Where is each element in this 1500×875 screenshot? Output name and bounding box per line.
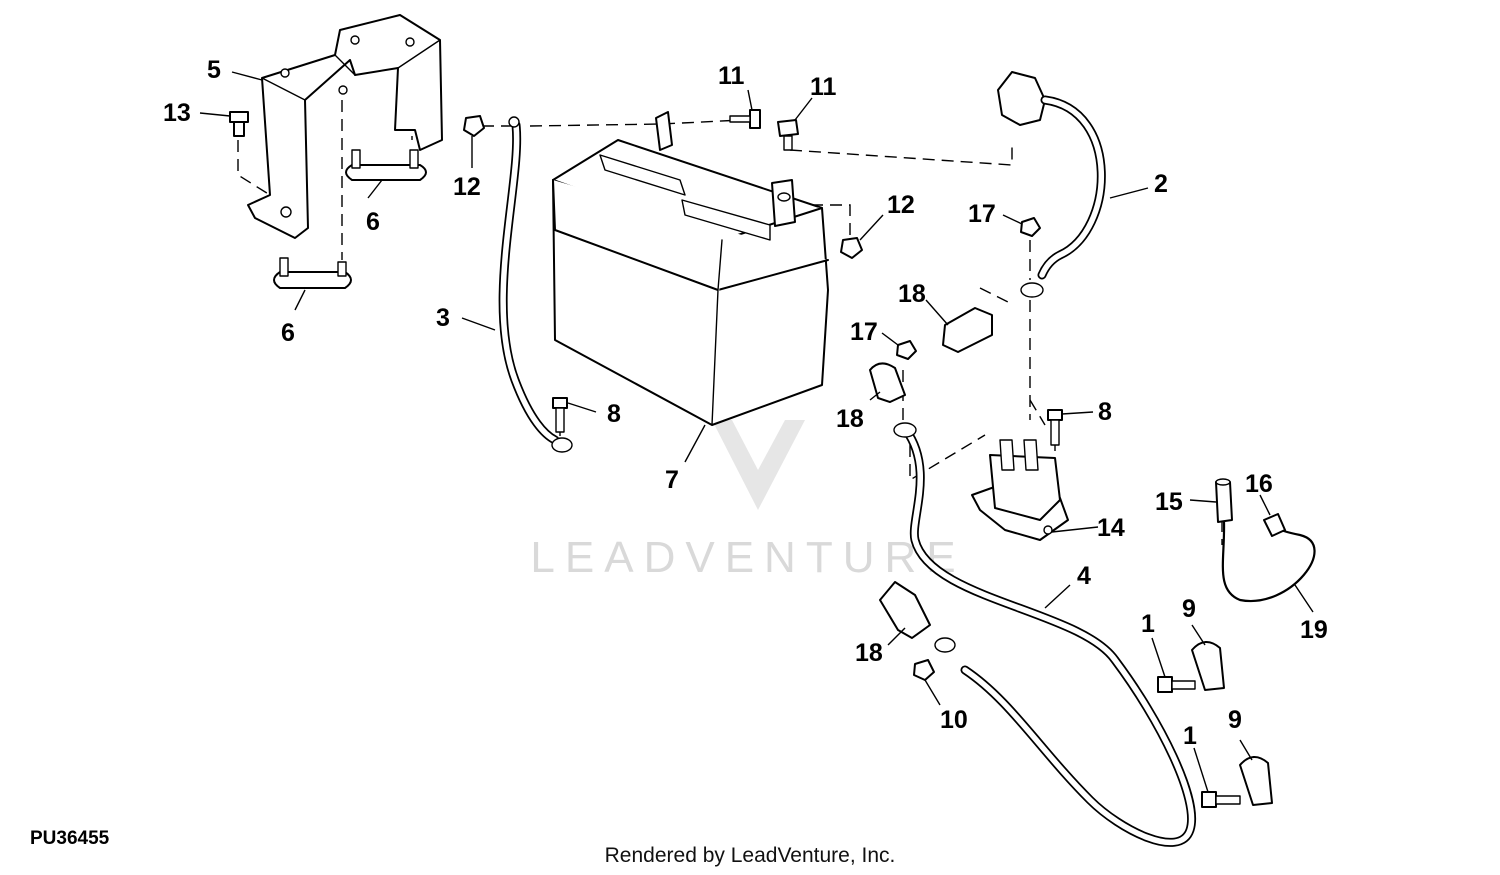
callout-screw-upper: 1 [1141, 610, 1155, 638]
screw-upper [1157, 676, 1196, 693]
watermark-text: LEADVENTURE [530, 533, 965, 582]
callouts: 5 13 6 6 12 11 11 12 3 8 7 2 17 18 17 18… [163, 56, 1328, 750]
positive-cable [997, 71, 1106, 298]
callout-clip-upper: 9 [1182, 595, 1196, 623]
callout-battery: 7 [665, 466, 679, 494]
terminal-bolt-b [777, 119, 799, 151]
callout-boot-solenoid-left: 18 [836, 405, 864, 433]
clip-upper [1191, 641, 1225, 691]
callout-starter-boot: 18 [855, 639, 883, 667]
bracket-bolt [229, 111, 249, 137]
callout-starter-cable: 4 [1077, 562, 1091, 590]
callout-nut-positive: 12 [887, 191, 915, 219]
solenoid [971, 439, 1069, 541]
callout-bracket-bolt: 13 [163, 99, 191, 127]
callout-solenoid: 14 [1097, 514, 1125, 542]
solenoid-boot-top [942, 307, 993, 353]
callout-nut-solenoid-top: 17 [968, 200, 996, 228]
callout-screw-lower: 1 [1183, 722, 1197, 750]
terminal-nut-left [463, 115, 485, 137]
battery [552, 111, 829, 426]
callout-nut-solenoid-left: 17 [850, 318, 878, 346]
callout-clip-lower: 9 [1228, 706, 1242, 734]
callout-bolt-a: 11 [718, 62, 745, 90]
ground-bolt [552, 397, 568, 433]
callout-bracket: 5 [207, 56, 221, 84]
negative-cable [498, 116, 573, 453]
leader-lines [199, 71, 1314, 793]
callout-hold-down-lower: 6 [281, 319, 295, 347]
battery-bracket [247, 14, 443, 239]
starter-nut [913, 659, 935, 681]
callout-nut-negative: 12 [453, 173, 481, 201]
callout-positive-cable: 2 [1154, 170, 1168, 198]
clip-lower [1239, 756, 1273, 806]
screw-lower [1201, 791, 1241, 808]
terminal-bolt-a [729, 109, 761, 129]
callout-ground-bolt: 8 [607, 400, 621, 428]
starter-boot [879, 581, 931, 639]
solenoid-nut-top [1020, 217, 1041, 237]
figure-id: PU36455 [30, 828, 110, 849]
callout-fuse-holder: 15 [1155, 488, 1183, 516]
callout-fuse-wire: 19 [1300, 616, 1328, 644]
starter-cable [893, 422, 1196, 847]
callout-solenoid-bolt: 8 [1098, 398, 1112, 426]
callout-fuse-terminal: 16 [1245, 470, 1273, 498]
solenoid-bolt [1047, 409, 1063, 446]
callout-starter-nut: 10 [940, 706, 968, 734]
fuse-holder-assembly [1215, 478, 1316, 603]
terminal-nut-right [840, 237, 863, 259]
hold-down-plate-lower [273, 257, 352, 289]
callout-boot-solenoid-top: 18 [898, 280, 926, 308]
hold-down-plate-upper [345, 149, 427, 181]
render-credit: Rendered by LeadVenture, Inc. [604, 844, 896, 867]
callout-negative-cable: 3 [436, 304, 450, 332]
callout-bolt-b: 11 [810, 73, 837, 101]
callout-hold-down-upper: 6 [366, 208, 380, 236]
solenoid-nut-left [896, 340, 917, 360]
